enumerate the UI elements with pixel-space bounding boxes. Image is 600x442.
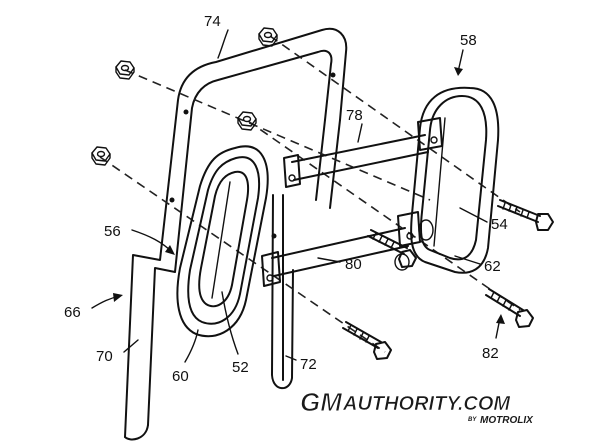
- front-pad: [176, 145, 269, 338]
- bolt: [367, 229, 417, 268]
- bar-78-bottom: [293, 151, 429, 181]
- bolt: [497, 199, 554, 231]
- label-78: 78: [346, 107, 363, 124]
- leader-54: [459, 207, 488, 223]
- rear-pad-face: [420, 95, 488, 261]
- arrowhead-82: [496, 314, 505, 324]
- bar-end-cap: [418, 219, 434, 241]
- hex-nut: [237, 111, 257, 131]
- frame-hole: [183, 109, 189, 115]
- leader-62: [454, 255, 481, 265]
- bar-80-top: [271, 227, 406, 259]
- arrowhead-58: [454, 67, 463, 76]
- leader-78: [357, 123, 363, 143]
- leader-80: [317, 257, 341, 263]
- label-80: 80: [345, 256, 362, 273]
- frame-hole: [169, 197, 175, 203]
- leader-70: [123, 339, 139, 353]
- leader-56: [131, 229, 173, 253]
- label-60: 60: [172, 368, 189, 385]
- bracket-hole: [288, 174, 296, 182]
- label-70: 70: [96, 348, 113, 365]
- label-72: 72: [300, 356, 317, 373]
- bracket: [283, 154, 301, 188]
- watermark-gm: GM: [300, 387, 343, 417]
- arrowhead-56: [165, 245, 175, 255]
- leader-74: [217, 29, 229, 59]
- watermark-site: AUTHORITY.COM: [342, 393, 511, 415]
- watermark-partner: MOTROLIX: [480, 415, 534, 426]
- cross-bars: [261, 117, 443, 287]
- bolt: [485, 288, 534, 328]
- rear-upright-inner: [315, 119, 326, 201]
- leader-52: [221, 291, 239, 355]
- leg-70-end: [124, 424, 149, 441]
- label-62: 62: [484, 258, 501, 275]
- label-82: 82: [482, 345, 499, 362]
- bar-78-top: [291, 134, 426, 163]
- rear-pad-inner-line: [433, 117, 446, 247]
- reference-numerals: 74 58 78 56 54 62 80 66 70 60 52 72 82: [64, 13, 508, 385]
- bracket: [397, 211, 421, 247]
- fastener-axes: [99, 35, 521, 353]
- label-52: 52: [232, 359, 249, 376]
- bracket-hole: [406, 232, 414, 240]
- leader-60: [184, 329, 199, 363]
- bracket: [261, 251, 281, 287]
- axis-top: [269, 35, 521, 213]
- hex-nut: [115, 60, 135, 80]
- front-pad-slot-line: [211, 181, 231, 299]
- leader-lines: [91, 29, 505, 363]
- watermark-by: BY: [468, 417, 477, 423]
- axis-lower: [99, 156, 386, 353]
- bracket-hole: [266, 274, 274, 282]
- front-pad-rim: [187, 156, 261, 325]
- tubular-frame: [124, 27, 348, 441]
- front-pad-outer-60: [176, 145, 269, 338]
- leader-72: [285, 355, 297, 361]
- front-pad-slot-52: [198, 170, 250, 308]
- bracket-hole: [430, 136, 438, 144]
- frame-hole: [271, 233, 277, 239]
- axis-upper: [124, 69, 431, 201]
- watermark-logo: GM AUTHORITY.COM BY MOTROLIX: [300, 387, 535, 427]
- rear-pad-outer: [410, 86, 500, 274]
- axis-middle: [247, 120, 521, 311]
- frame-rear-leg: [271, 194, 294, 390]
- bolts: [342, 199, 554, 360]
- rear-upright: [329, 119, 341, 209]
- hex-nut: [91, 146, 111, 166]
- hex-nut: [258, 27, 278, 47]
- bracket: [417, 117, 443, 151]
- frame-inner-edge: [147, 49, 333, 426]
- label-58: 58: [460, 32, 477, 49]
- frame-outer-edge: [124, 27, 348, 438]
- nuts: [91, 27, 278, 166]
- frame-hole: [330, 72, 336, 78]
- label-54: 54: [491, 216, 508, 233]
- label-56: 56: [104, 223, 121, 240]
- rear-pad-58: [410, 86, 500, 274]
- label-74: 74: [204, 13, 221, 30]
- bolt: [342, 321, 392, 360]
- bar-80-bottom: [273, 245, 409, 277]
- arrowhead-66: [113, 293, 123, 302]
- label-66: 66: [64, 304, 81, 321]
